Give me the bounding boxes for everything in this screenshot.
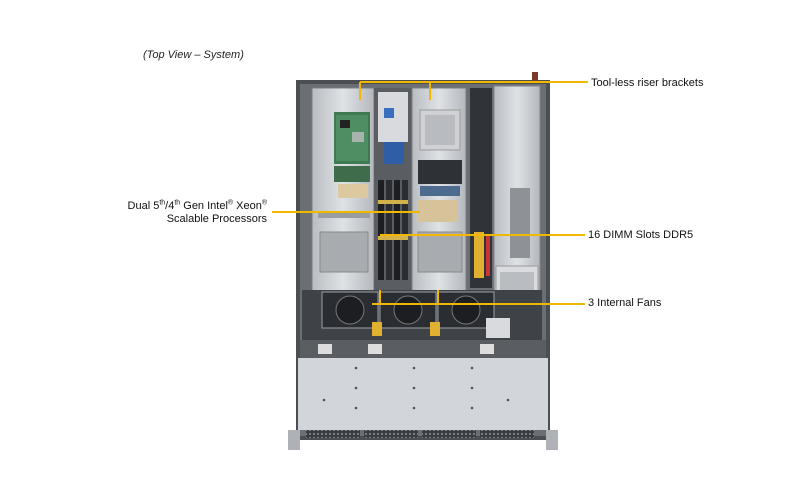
- cpu-text-2: /4: [165, 200, 175, 212]
- callout-riser-brackets: Tool-less riser brackets: [591, 77, 704, 89]
- figure-caption: (Top View – System): [143, 49, 244, 61]
- callout-dimm-slots: 16 DIMM Slots DDR5: [588, 229, 694, 241]
- cpu-text-line2: Scalable Processors: [166, 213, 267, 225]
- fan-row: [302, 290, 542, 340]
- left-riser-bracket: [311, 87, 375, 299]
- cpu-text-4: Xeon: [233, 200, 262, 212]
- right-riser-bracket: [411, 87, 467, 299]
- memory-area: [374, 88, 414, 298]
- cpu-sup-2: th: [174, 199, 181, 207]
- cpu-text-1: Dual 5: [127, 200, 160, 212]
- cpu-sup-1: th: [159, 199, 166, 207]
- leader-lines: [272, 81, 588, 305]
- cpu-sup-3: ®: [227, 199, 234, 207]
- callout-internal-fans: 3 Internal Fans: [588, 297, 662, 309]
- cpu-text-3: Gen Intel: [180, 200, 228, 212]
- psu-bay: [470, 72, 541, 301]
- drive-bay: [298, 340, 548, 438]
- cpu-sup-4: ®: [261, 199, 267, 207]
- callout-processors: Dual 5th/4th Gen Intel® Xeon® Scalable P…: [110, 199, 267, 226]
